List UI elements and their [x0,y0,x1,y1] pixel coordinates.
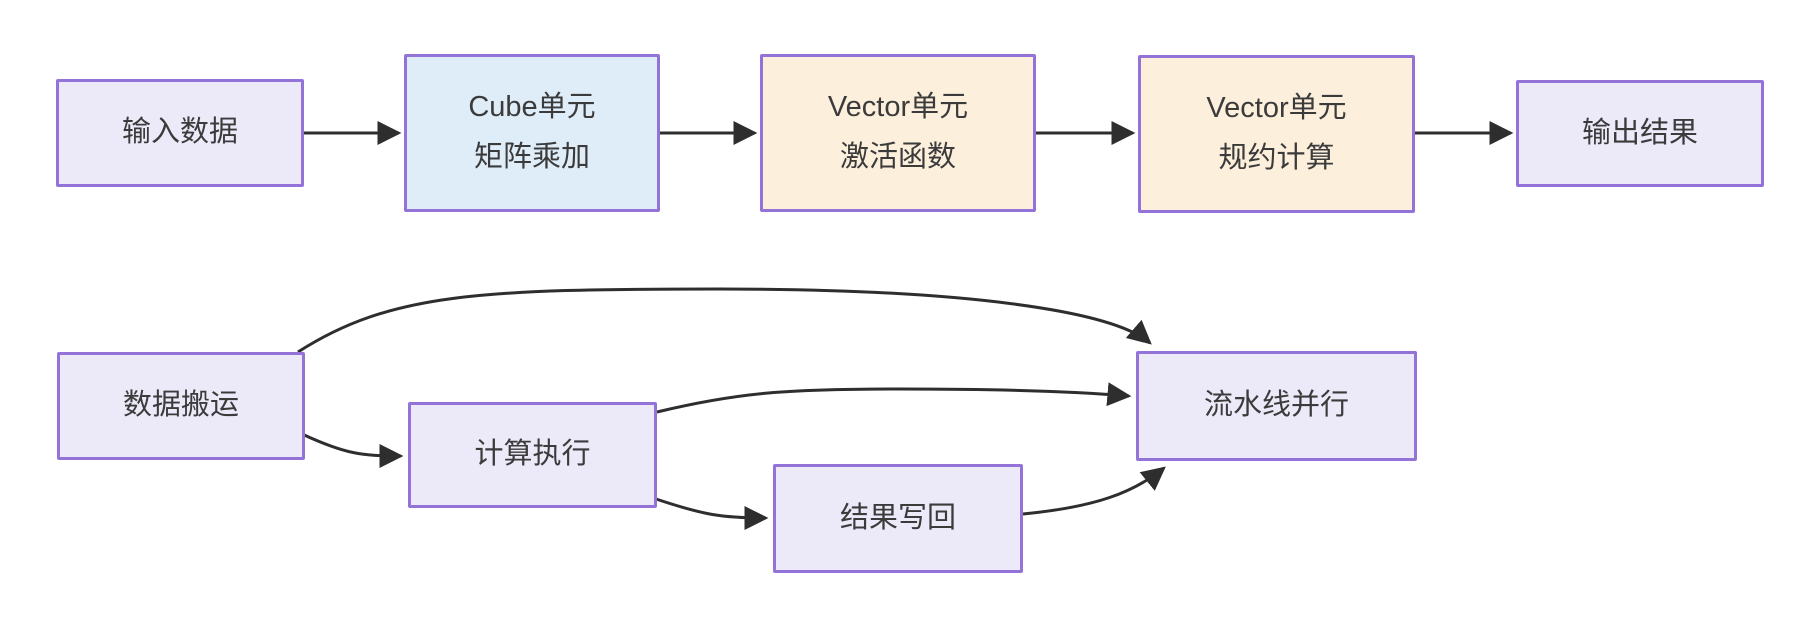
node-vector-reduction-label: Vector单元 规约计算 [1206,92,1347,174]
node-input-data-label: 输入数据 [121,116,238,149]
node-result-write-label: 结果写回 [839,501,956,534]
node-input-data: 输入数据 [56,79,304,187]
node-compute-exec-label: 计算执行 [474,438,591,471]
node-pipeline-parallel: 流水线并行 [1136,351,1417,461]
node-cube-unit: Cube单元 矩阵乘加 [404,54,660,212]
node-vector-activation-label: Vector单元 激活函数 [827,91,969,173]
node-vector-reduction: Vector单元 规约计算 [1138,55,1415,213]
node-cube-unit-label: Cube单元 矩阵乘加 [468,91,596,173]
edge-data-move-to-pipeline [297,287,1152,354]
node-pipeline-parallel-label: 流水线并行 [1203,389,1349,422]
node-vector-activation: Vector单元 激活函数 [760,54,1036,212]
node-result-write: 结果写回 [773,464,1023,573]
node-output-result: 输出结果 [1516,80,1764,187]
edge-result-write-to-pipeline [1022,466,1166,516]
edge-compute-exec-to-pipeline [656,382,1132,414]
edge-data-move-to-compute-exec [301,432,404,468]
node-data-move-label: 数据搬运 [122,389,239,422]
node-output-result-label: 输出结果 [1581,116,1698,149]
node-compute-exec: 计算执行 [408,402,657,508]
node-data-move: 数据搬运 [57,352,305,460]
edge-compute-exec-to-result-write [655,497,769,530]
